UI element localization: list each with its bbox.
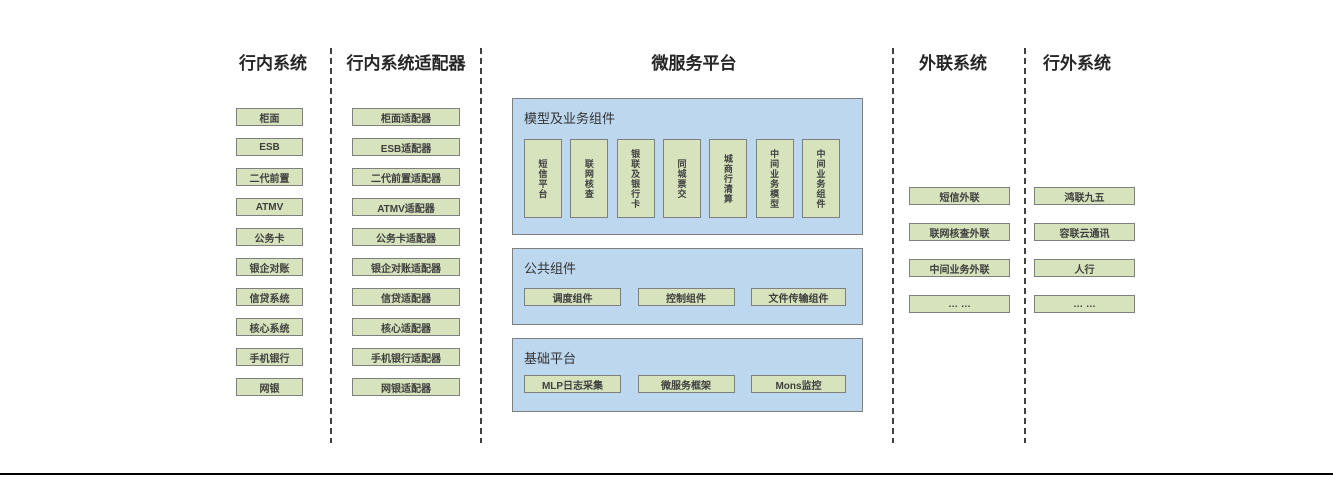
system-box: ATMV [236,198,303,216]
component-box: 中间业务组件 [801,139,840,218]
adapter-box: 信贷适配器 [352,288,460,306]
vertical-box-row: 短信平台 联网核查 银联及银行卡 同城票交 城商行清算 中间业务模型 中间业务组… [524,139,840,218]
adapter-box: 公务卡适配器 [352,228,460,246]
system-box: 信贷系统 [236,288,303,306]
system-box: 核心系统 [236,318,303,336]
panel-model-business: 模型及业务组件 短信平台 联网核查 银联及银行卡 同城票交 城商行清算 中间业务… [512,98,863,235]
component-box: 调度组件 [524,288,621,306]
panel-base: 基础平台 MLP日志采集 微服务框架 Mons监控 [512,338,863,412]
adapter-box: 银企对账适配器 [352,258,460,276]
adapter-box: 手机银行适配器 [352,348,460,366]
system-box: 手机银行 [236,348,303,366]
inbank-column: 柜面 ESB 二代前置 ATMV 公务卡 银企对账 信贷系统 核心系统 手机银行… [236,108,303,396]
component-box: MLP日志采集 [524,375,621,393]
outbank-column: 鸿联九五 容联云通讯 人行 … … [1034,187,1135,313]
adapter-box: ESB适配器 [352,138,460,156]
system-box: 鸿联九五 [1034,187,1135,205]
system-box: ESB [236,138,303,156]
column-divider [892,48,894,443]
system-box: 中间业务外联 [909,259,1010,277]
component-box: 城商行清算 [709,139,748,218]
external-link-column: 短信外联 联网核查外联 中间业务外联 … … [909,187,1010,313]
column-title-outbank: 行外系统 [1043,54,1111,73]
column-divider [1024,48,1026,443]
horizontal-box-row: MLP日志采集 微服务框架 Mons监控 [524,375,846,393]
component-box: Mons监控 [751,375,846,393]
system-box: 联网核查外联 [909,223,1010,241]
ellipsis-box: … … [1034,295,1135,313]
panel-common: 公共组件 调度组件 控制组件 文件传输组件 [512,248,863,325]
adapter-box: 二代前置适配器 [352,168,460,186]
component-box: 控制组件 [637,288,735,306]
component-box: 中间业务模型 [755,139,794,218]
adapter-box: ATMV适配器 [352,198,460,216]
system-box: 容联云通讯 [1034,223,1135,241]
column-divider [330,48,332,443]
adapter-box: 柜面适配器 [352,108,460,126]
panel-label: 公共组件 [524,261,577,276]
component-box: 同城票交 [662,139,701,218]
adapters-column: 柜面适配器 ESB适配器 二代前置适配器 ATMV适配器 公务卡适配器 银企对账… [352,108,460,396]
panel-label: 基础平台 [524,351,577,366]
system-box: 短信外联 [909,187,1010,205]
horizontal-box-row: 调度组件 控制组件 文件传输组件 [524,288,846,306]
column-title-inbank: 行内系统 [239,54,307,73]
system-box: 网银 [236,378,303,396]
component-box: 短信平台 [524,139,562,218]
column-title-adapters: 行内系统适配器 [346,54,466,73]
system-box: 公务卡 [236,228,303,246]
system-box: 柜面 [236,108,303,126]
adapter-box: 网银适配器 [352,378,460,396]
component-box: 文件传输组件 [751,288,846,306]
system-box: 银企对账 [236,258,303,276]
component-box: 微服务框架 [637,375,735,393]
panel-label: 模型及业务组件 [524,111,616,126]
ellipsis-box: … … [909,295,1010,313]
bottom-rule [0,473,1333,475]
column-divider [480,48,482,443]
adapter-box: 核心适配器 [352,318,460,336]
system-box: 人行 [1034,259,1135,277]
component-box: 银联及银行卡 [616,139,655,218]
component-box: 联网核查 [570,139,609,218]
system-box: 二代前置 [236,168,303,186]
column-title-external-link: 外联系统 [919,54,987,73]
column-title-platform: 微服务平台 [651,54,737,73]
